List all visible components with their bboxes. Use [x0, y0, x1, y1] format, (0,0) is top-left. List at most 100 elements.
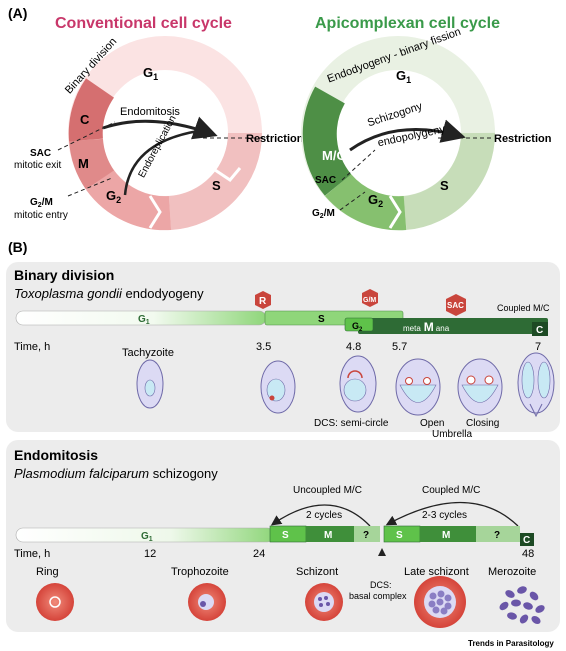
cell-closing [457, 358, 503, 416]
sac-label: SAC [30, 148, 51, 159]
m-bar-endo-2-label: M [442, 530, 450, 541]
r-badge: R [255, 291, 271, 309]
restriction-label-api: Restriction [494, 133, 552, 145]
mc-phase-segment [302, 86, 352, 196]
c-bar-endo [520, 533, 534, 546]
uncoupled-label: Uncoupled M/C [293, 485, 362, 496]
cycles-23-label: 2-3 cycles [422, 510, 467, 521]
cell-7 [517, 352, 555, 418]
c-bar-endo-label: C [523, 535, 530, 546]
c-bar-binary [532, 322, 548, 336]
time-12: 12 [144, 548, 156, 560]
schizont-label: Schizont [296, 566, 338, 578]
mitotic-exit-label: mitotic exit [14, 160, 61, 171]
merozoite-label: Merozoite [488, 566, 536, 578]
time-5-7: 5.7 [392, 341, 407, 353]
endo-heading: Endomitosis [14, 447, 98, 463]
dcs-semicircle-label: DCS: semi-circle [314, 418, 389, 429]
time-3-5: 3.5 [256, 341, 271, 353]
sac-badge: SAC [446, 294, 466, 316]
svg-text:R: R [259, 296, 267, 307]
open-label: Open [420, 418, 444, 429]
schizont-cell [305, 583, 343, 621]
restriction-label: Restriction [246, 133, 304, 145]
s-bar-label-binary: S [318, 314, 325, 325]
q-bar-endo-1 [354, 526, 380, 542]
m-phase-segment [69, 138, 115, 190]
time-48: 48 [522, 548, 534, 560]
m-bar-endo-2 [420, 526, 476, 542]
coupled-label-endo: Coupled M/C [422, 485, 480, 496]
g2-phase-segment [86, 169, 172, 231]
g2-label-api: G2 [368, 192, 383, 209]
g2-phase-segment-api [325, 173, 407, 231]
uncoupled-arrow [270, 504, 371, 527]
m-bar-endo-1 [306, 526, 354, 542]
umbrella-label: Umbrella [432, 429, 472, 440]
tachyzoite-cell [136, 359, 164, 409]
dcs-label-2: basal complex [349, 591, 407, 601]
c-bar-label-binary: C [536, 325, 543, 336]
endo-species: Plasmodium falciparum schizogony [14, 466, 218, 481]
time-label-binary: Time, h [14, 341, 50, 353]
binary-species: Toxoplasma gondii endodyogeny [14, 286, 204, 301]
cell-3-5 [260, 360, 296, 414]
dcs-pointer [378, 548, 386, 556]
svg-text:SAC: SAC [447, 301, 464, 310]
closing-label: Closing [466, 418, 499, 429]
time-label-endo: Time, h [14, 548, 50, 560]
sac-label-api: SAC [315, 175, 336, 186]
q-bar-endo-1-label: ? [363, 530, 369, 541]
g2-label: G2 [106, 188, 121, 205]
conventional-title: Conventional cell cycle [55, 15, 232, 32]
trophozoite-label: Trophozoite [171, 566, 229, 578]
m-bar-binary [358, 318, 548, 334]
apicomplexan-cycle: Apicomplexan cell cycle Endodyogeny - bi… [301, 15, 552, 231]
schizogony-arrow [349, 119, 466, 152]
s-label: S [212, 178, 221, 193]
g2m-label: G2/M [30, 197, 53, 209]
mitotic-entry-label: mitotic entry [14, 210, 68, 221]
panel-b-label: (B) [8, 239, 27, 255]
late-schizont-cell [414, 576, 466, 628]
panel-a-label: (A) [8, 5, 27, 21]
schizogony-label: Schizogony [366, 100, 424, 129]
footer-credit: Trends in Parasitology [468, 639, 554, 648]
s-bar-endo-1-label: S [282, 530, 289, 541]
mc-label: M/C [322, 148, 346, 163]
s-phase-segment [168, 132, 263, 230]
c-phase-segment [68, 78, 115, 142]
ring-label: Ring [36, 566, 59, 578]
binary-heading: Binary division [14, 267, 114, 283]
merozoite-cluster [499, 586, 545, 625]
svg-text:G/M: G/M [363, 297, 376, 304]
s-bar-endo-2-label: S [396, 530, 403, 541]
g2-bar-binary [344, 317, 374, 332]
cycles-2-label: 2 cycles [306, 510, 342, 521]
s-label-api: S [440, 178, 449, 193]
coupled-arrow [385, 501, 519, 527]
g1-bar-label-binary: G1 [138, 314, 150, 326]
g1-bar-label-endo: G1 [141, 531, 153, 543]
ring-cell [36, 583, 74, 621]
endomitosis-label: Endomitosis [120, 106, 180, 118]
m-label: M [78, 156, 89, 171]
time-24: 24 [253, 548, 265, 560]
g1-label: G1 [143, 65, 158, 82]
g2-bar-label-binary: G2 [352, 321, 363, 333]
q-bar-endo-2 [476, 526, 520, 542]
trophozoite-cell [188, 583, 226, 621]
conventional-cycle: Conventional cell cycle Binary division … [14, 15, 304, 231]
endoreplication-label: Endoreplication [137, 114, 179, 180]
cell-4-8 [339, 355, 377, 413]
m-bar-endo-1-label: M [324, 530, 332, 541]
q-bar-endo-2-label: ? [494, 530, 500, 541]
coupled-label-binary: Coupled M/C [497, 303, 550, 313]
time-7: 7 [535, 341, 541, 353]
c-label: C [80, 112, 90, 127]
tachyzoite-label: Tachyzoite [122, 347, 174, 359]
time-4-8: 4.8 [346, 341, 361, 353]
dcs-label-1: DCS: [370, 580, 392, 590]
cell-open [395, 358, 441, 416]
